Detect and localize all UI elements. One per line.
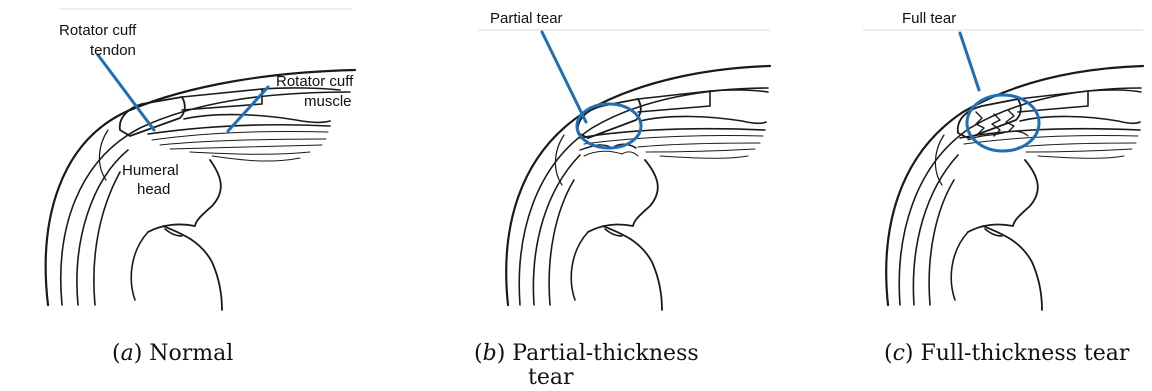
label-full-tear: Full tear bbox=[902, 10, 956, 27]
label-rotator-cuff-muscle-2: muscle bbox=[304, 93, 352, 110]
label-partial-tear: Partial tear bbox=[490, 10, 563, 27]
caption-full-thickness-tear: (c) Full-thickness tear bbox=[884, 340, 1129, 367]
tendon-pointer bbox=[98, 55, 154, 130]
label-humeral-head-1: Humeral bbox=[122, 162, 179, 179]
shoulder-drawing-normal: Rotator cuff tendon Rotator cuff muscle … bbox=[0, 0, 360, 330]
caption-text: Normal bbox=[149, 341, 233, 366]
shoulder-anatomy bbox=[506, 66, 770, 310]
caption-letter: c bbox=[893, 341, 905, 366]
caption-partial-thickness-tear: (b) Partial-thickness bbox=[474, 340, 699, 367]
panel-normal: Rotator cuff tendon Rotator cuff muscle … bbox=[0, 0, 360, 330]
shoulder-anatomy bbox=[886, 66, 1143, 310]
label-rotator-cuff-tendon-1: Rotator cuff bbox=[59, 22, 137, 39]
caption-letter: a bbox=[121, 341, 134, 366]
full-tear-pointer bbox=[960, 33, 979, 90]
label-rotator-cuff-tendon-2: tendon bbox=[90, 42, 136, 59]
label-rotator-cuff-muscle-1: Rotator cuff bbox=[276, 73, 354, 90]
caption-partial-thickness-tear-line2: tear bbox=[528, 364, 574, 391]
caption-text: Partial-thickness bbox=[512, 341, 698, 366]
partial-tear-pointer bbox=[542, 32, 586, 122]
panel-full-thickness-tear: Full tear bbox=[858, 0, 1148, 330]
label-humeral-head-2: head bbox=[137, 181, 170, 198]
panel-partial-thickness-tear: Partial tear bbox=[470, 0, 780, 330]
caption-text: Full-thickness tear bbox=[921, 341, 1130, 366]
pointer-lines bbox=[542, 32, 641, 148]
shoulder-drawing-full-tear: Full tear bbox=[858, 0, 1148, 330]
shoulder-drawing-partial-tear: Partial tear bbox=[470, 0, 780, 330]
caption-letter: b bbox=[483, 341, 497, 366]
caption-normal: (a) Normal bbox=[112, 340, 233, 367]
